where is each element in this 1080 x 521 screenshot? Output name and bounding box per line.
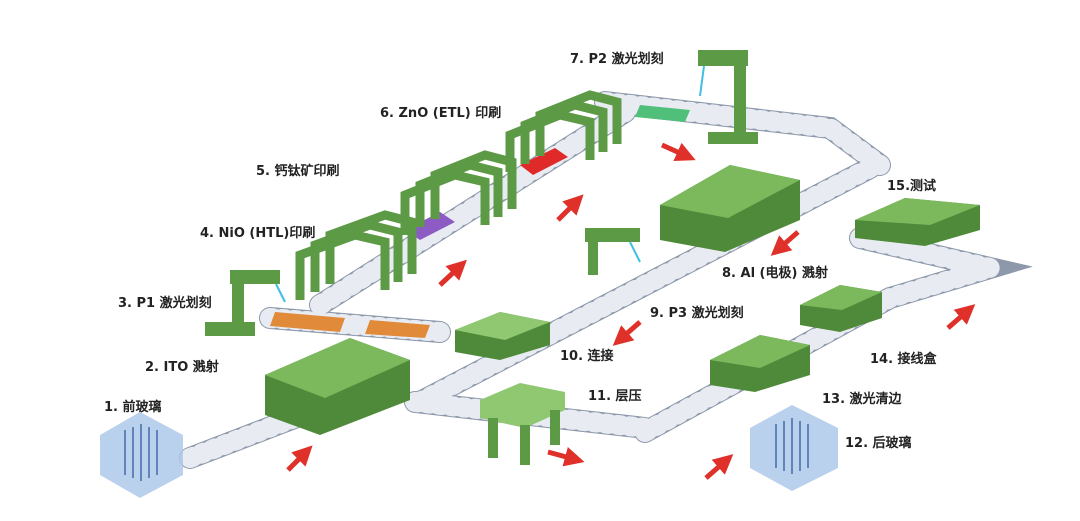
arrow — [556, 194, 584, 222]
arrow — [438, 259, 467, 287]
printing-gantries — [295, 90, 622, 300]
orange-panels-2 — [365, 320, 430, 338]
p1-laser-icon — [205, 270, 286, 336]
orange-panels — [270, 312, 345, 332]
step-label-9: 9. P3 激光划刻 — [650, 306, 744, 321]
arrow — [286, 445, 313, 472]
arrow — [704, 454, 734, 480]
arrow — [660, 142, 696, 162]
back-glass-stack-icon — [750, 405, 838, 491]
purple-panel — [405, 212, 455, 240]
step-label-12: 12. 后玻璃 — [845, 436, 912, 451]
arrow — [612, 320, 642, 346]
step-label-10: 10. 连接 — [560, 349, 614, 364]
arrow — [946, 304, 976, 330]
arrow — [770, 230, 800, 256]
step-label-8: 8. Al (电极) 溅射 — [722, 266, 828, 281]
ito-sputter-machine — [265, 338, 410, 435]
junction-box-machine — [800, 285, 882, 332]
connect-machine — [455, 312, 550, 360]
step-label-1: 1. 前玻璃 — [104, 400, 162, 415]
al-sputter-machine — [660, 165, 800, 252]
step-label-15: 15.测试 — [887, 179, 937, 194]
step-label-6: 6. ZnO (ETL) 印刷 — [380, 106, 502, 121]
red-panel — [520, 148, 568, 175]
machines — [265, 165, 980, 465]
p3-laser-icon — [585, 228, 641, 275]
front-glass-stack-icon — [100, 412, 183, 498]
p2-laser-icon — [698, 50, 758, 144]
green-panel — [635, 105, 690, 122]
test-machine — [855, 198, 980, 246]
step-label-13: 13. 激光清边 — [822, 392, 902, 407]
step-label-7: 7. P2 激光划刻 — [570, 52, 664, 67]
step-label-4: 4. NiO (HTL)印刷 — [200, 226, 316, 241]
step-label-5: 5. 钙钛矿印刷 — [256, 164, 340, 179]
step-label-14: 14. 接线盒 — [870, 352, 937, 367]
flow-arrows — [286, 142, 976, 480]
lamination-press — [480, 383, 565, 465]
laser-arms — [205, 50, 758, 336]
step-label-3: 3. P1 激光划刻 — [118, 296, 212, 311]
step-label-11: 11. 层压 — [588, 389, 642, 404]
arrow — [547, 447, 585, 467]
edge-clean-machine — [710, 335, 810, 392]
step-label-2: 2. ITO 溅射 — [145, 360, 219, 375]
